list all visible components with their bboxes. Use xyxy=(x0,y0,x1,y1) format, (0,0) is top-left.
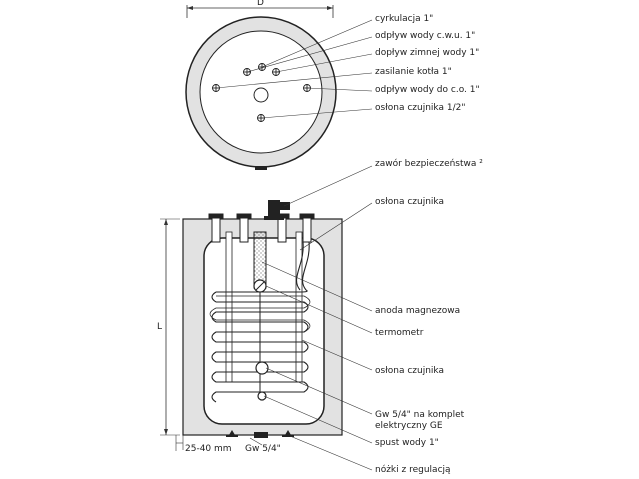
label-anoda: anoda magnezowa xyxy=(375,306,461,316)
label-zasilanie-kotla: zasilanie kotła 1" xyxy=(375,67,452,77)
diameter-label: D xyxy=(257,0,264,8)
port-zimna xyxy=(272,68,280,76)
thermometer xyxy=(253,279,267,293)
safety-valve xyxy=(264,200,290,220)
top-bottom-tab xyxy=(255,166,267,170)
drain-nozzle-bottom xyxy=(254,432,268,438)
length-label: L xyxy=(157,322,163,332)
ge-port xyxy=(255,361,269,375)
label-spust: spust wody 1" xyxy=(375,438,439,448)
top-view xyxy=(185,5,373,170)
label-gw-komplet-2: elektryczny GE xyxy=(375,421,443,431)
clearance-label: 25-40 mm xyxy=(185,444,232,454)
label-oslona-czujnika-2: osłona czujnika xyxy=(375,366,444,376)
label-cyrkulacja: cyrkulacja 1" xyxy=(375,14,434,24)
top-center-port xyxy=(253,87,269,103)
side-view xyxy=(160,165,373,471)
label-termometr: termometr xyxy=(375,328,424,338)
drain-port xyxy=(257,391,267,401)
label-nozki: nóżki z regulacją xyxy=(375,465,451,475)
label-odplyw-co: odpływ wody do c.o. 1" xyxy=(375,85,480,95)
label-gw-komplet-1: Gw 5/4" na komplet xyxy=(375,410,465,420)
label-odplyw-cwu: odpływ wody c.w.u. 1" xyxy=(375,31,476,41)
label-oslona-czujnika-top: osłona czujnika 1/2" xyxy=(375,103,466,113)
label-oslona-czujnika-1: osłona czujnika xyxy=(375,197,444,207)
heating-coil xyxy=(209,241,311,403)
label-doplyw-zimnej: dopływ zimnej wody 1" xyxy=(375,48,480,58)
label-zawor: zawór bezpieczeństwa ² xyxy=(375,159,483,169)
top-leader-lines xyxy=(215,19,373,119)
side-leader-lines xyxy=(261,165,373,471)
drain-thread-label: Gw 5/4" xyxy=(245,444,281,454)
adjustable-feet xyxy=(226,430,294,438)
